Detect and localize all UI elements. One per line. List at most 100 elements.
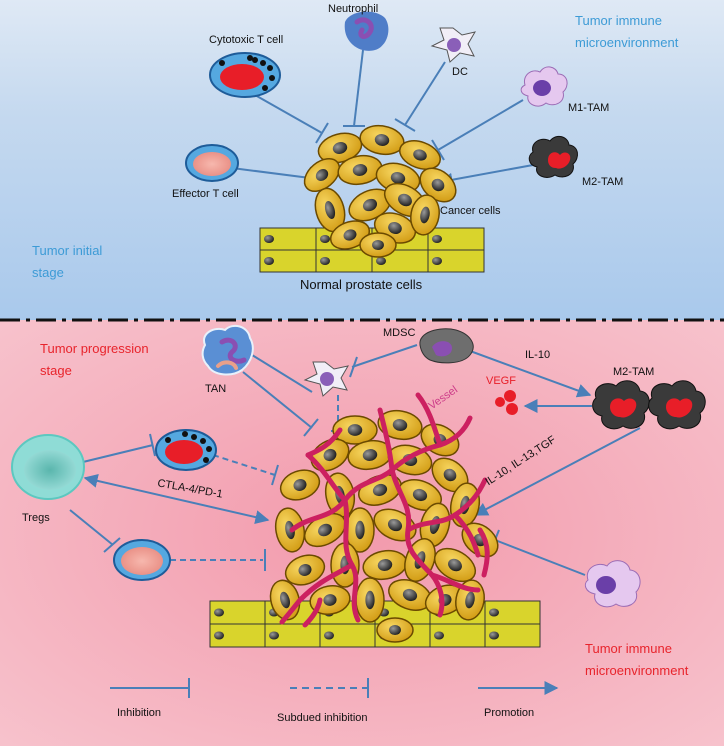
cancer-cell [303,157,341,193]
cancer-cell [399,140,441,170]
bottom-interaction-lines [69,344,641,576]
stage-label-bottom-line2: stage [40,363,72,378]
normal-cell [209,600,266,625]
tregs-to-effector-bar [103,537,121,553]
dc-inhibition-line [404,61,446,126]
normal-cell [259,227,317,251]
tregs [11,434,85,500]
tregs-to-effector-inhibition [69,509,114,546]
m2-tam-bottom-2 [648,380,706,430]
vegf-molecules [495,390,518,415]
effector-inhibition-line [231,167,311,179]
normal-cell [484,600,541,625]
vessel-branch [452,512,481,558]
cytotoxic-subdued-line [212,454,276,476]
label-m2-tam-bottom: M2-TAM [613,366,655,378]
m1-tam [520,66,568,107]
cytotoxic-inhibition-bar [315,122,329,144]
region-title-bottom-line2: microenvironment [585,663,689,678]
stage-label-bottom: Tumor progression stage [40,338,149,382]
cancer-cell-cluster-top [303,124,457,258]
ctla4-pd1-arrow [83,473,270,525]
region-title-bottom: Tumor immune microenvironment [585,638,688,682]
legend-label-inhibition: Inhibition [117,707,162,719]
tregs-to-cytotoxic-inhibition [82,444,154,463]
cancer-cell [359,124,405,156]
normal-cell [319,623,376,648]
top-interaction-lines [231,49,534,190]
label-neutrophil: Neutrophil [328,3,379,15]
normal-cell [209,623,266,648]
dendritic-cell-bottom [303,361,350,397]
dendritic-cell [430,27,477,63]
mdsc-inhibition-bar [349,356,358,378]
stage-label-top: Tumor initial stage [32,240,102,284]
normal-cell [259,249,317,273]
label-vegf: VEGF [486,375,516,387]
legend-label-subdued: Subdued inhibition [277,712,368,724]
neutrophil-inhibition-line [353,49,364,127]
label-il10: IL-10 [525,349,551,361]
effector-t-cell [185,144,239,182]
cancer-cell [410,194,440,236]
cytotoxic-t-cell [209,52,281,98]
m1-inhibition-bar [431,139,445,161]
m2-tam-bottom-1 [592,380,650,430]
tan-to-dc-line [251,354,313,393]
vessel-branch [302,597,323,628]
dc-inhibition-bar [394,118,416,132]
label-dc: DC [452,66,468,78]
vessel-branch [305,452,348,503]
normal-cell [264,623,321,648]
label-effector-t-cell: Effector T cell [172,188,239,200]
region-title-bottom-line1: Tumor immune [585,641,672,656]
label-tan: TAN [205,383,227,395]
label-m1-tam: M1-TAM [568,102,610,114]
cancer-cell [362,549,408,581]
legend-label-promotion: Promotion [484,707,535,719]
cancer-cell [355,577,385,623]
label-normal-prostate-cells: Normal prostate cells [300,277,423,292]
cancer-cell [359,232,397,258]
tan [201,324,254,376]
region-title-top-line2: microenvironment [575,35,679,50]
stage-label-top-line1: Tumor initial [32,243,103,258]
cancer-cell [419,167,457,203]
tan-inhibition-bar [303,418,319,437]
cancer-cell [433,547,477,583]
vessel-branch [415,392,443,448]
normal-cell [315,249,373,273]
cytotoxic-subdued-bar [271,464,279,486]
tumor-vessels [279,392,490,628]
region-title-top-line1: Tumor immune [575,13,662,28]
vessel-branch [477,527,490,578]
m2-promotion-line [438,164,534,187]
cancer-cell [455,579,485,621]
cancer-cell [376,617,414,643]
legend [110,678,559,698]
mdsc [419,328,474,364]
normal-cell [429,623,486,648]
tregs-to-cytotoxic-bar [149,433,156,457]
label-cancer-cells: Cancer cells [440,205,501,217]
region-title-top: Tumor immune microenvironment [575,10,678,54]
m1-tam-bottom [584,560,641,608]
cancer-cell [279,469,321,501]
tan-inhibition-line [242,371,313,429]
neutrophil [344,11,389,51]
label-cytotoxic-t-cell: Cytotoxic T cell [209,34,284,46]
stage-label-top-line2: stage [32,265,64,280]
vessel-branch [429,572,481,593]
cancer-cell [284,554,326,586]
effector-t-cell-bottom [113,539,171,581]
m2-tam-top [528,135,578,178]
vessel-branch [279,562,355,625]
vessel-branch [377,407,395,473]
cancer-cell [329,220,371,250]
vessel-branch [305,427,343,458]
cytotoxic-t-cell-bottom [155,429,217,471]
cytotoxic-inhibition-line [254,94,323,134]
vessel-branch [389,467,445,618]
m1-inhibition-line-bottom [494,539,586,576]
